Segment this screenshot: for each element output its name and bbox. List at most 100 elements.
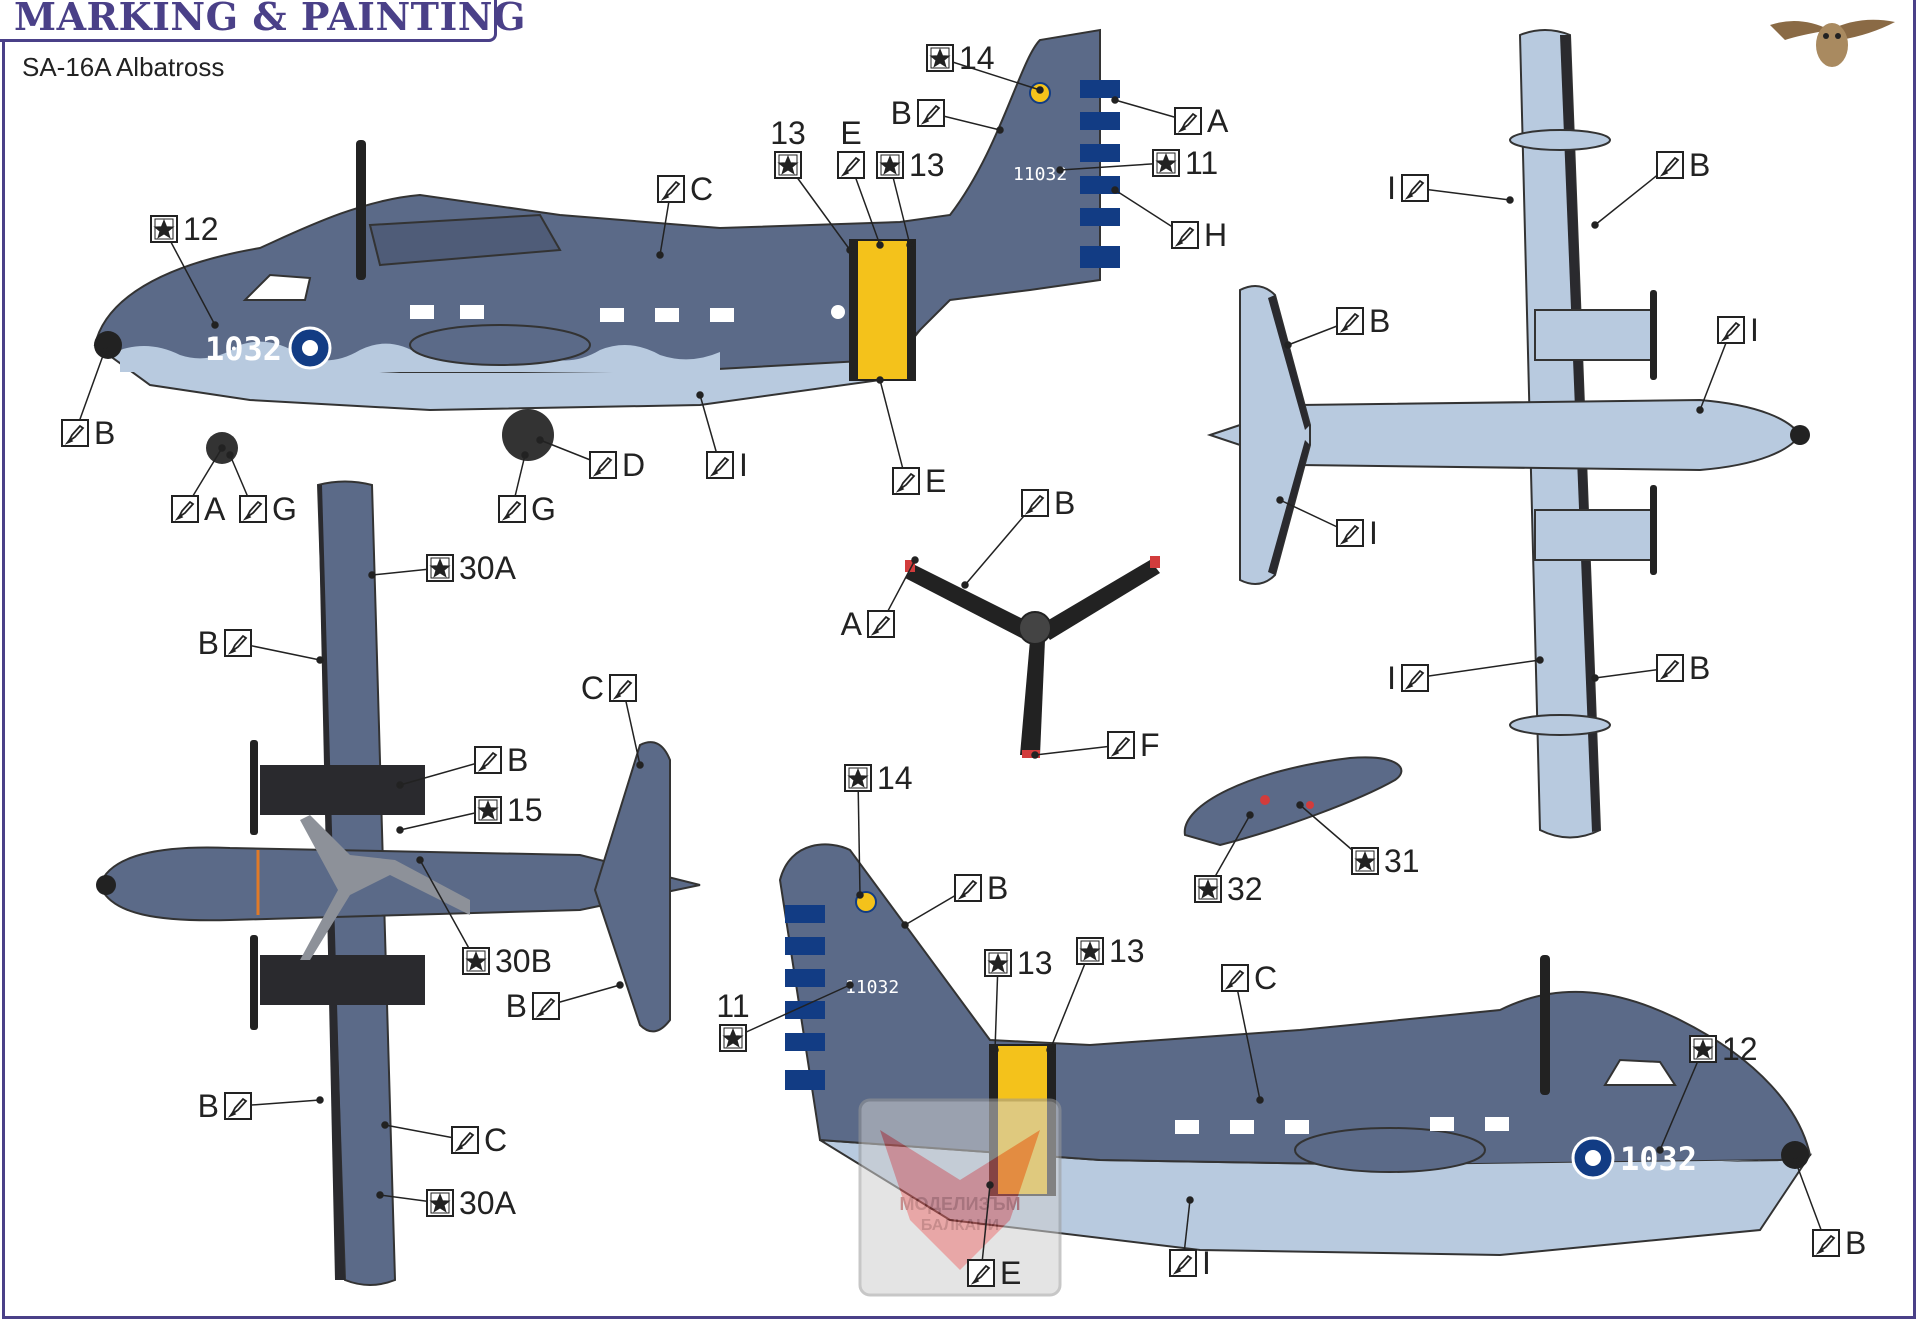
- leader-dot: [316, 1096, 324, 1104]
- leader-dot: [901, 921, 909, 929]
- paint-brush-icon: [1221, 964, 1249, 992]
- callout-ls-13b: 13: [876, 147, 945, 249]
- watermark-text-1: МОДЕЛИЗЪМ: [899, 1194, 1020, 1214]
- leader-dot: [1791, 1156, 1799, 1164]
- paint-brush-icon: [1717, 316, 1745, 344]
- callout-label: H: [1204, 217, 1227, 253]
- watermark-stamp: МОДЕЛИЗЪМ БАЛКАНИ: [858, 1098, 1062, 1297]
- leader-dot: [1591, 221, 1599, 229]
- callout-label: B: [1845, 1225, 1866, 1261]
- callout-ls-d: D: [536, 436, 645, 483]
- callout-rs-14: 14: [844, 760, 913, 899]
- leader-dot: [1276, 496, 1284, 504]
- callout-label: B: [507, 742, 528, 778]
- callout-bv-b-3: B: [1591, 650, 1710, 686]
- callout-label: 15: [507, 792, 543, 828]
- callout-label: C: [581, 670, 604, 706]
- paint-brush-icon: [917, 99, 945, 127]
- callout-label: B: [94, 415, 115, 451]
- callout-tv-b-3: B: [198, 1088, 324, 1124]
- leader-dot: [218, 444, 226, 452]
- yellow-band: [849, 239, 916, 381]
- aircraft-subtitle: SA-16A Albatross: [22, 52, 225, 82]
- callout-label: I: [1369, 515, 1378, 551]
- propeller-detail: [905, 556, 1160, 758]
- callout-label: B: [198, 625, 219, 661]
- leader-line: [399, 759, 489, 786]
- leader-dot: [381, 1121, 389, 1129]
- callout-label: G: [272, 491, 297, 527]
- leader-dot: [1536, 656, 1544, 664]
- paint-brush-icon: [451, 1126, 479, 1154]
- callout-pr-f: F: [1031, 727, 1160, 763]
- callout-tv-b-1: B: [198, 625, 324, 664]
- callout-label: 30B: [495, 943, 552, 979]
- callout-rs-b-nose: B: [1791, 1156, 1866, 1261]
- leader-line: [857, 777, 861, 896]
- leader-dot: [376, 1191, 384, 1199]
- leader-line: [1059, 162, 1167, 171]
- decal-star-icon: [462, 947, 490, 975]
- drop-tank-detail: [1183, 756, 1403, 847]
- callout-dt-32: 32: [1194, 811, 1263, 907]
- callout-tv-15: 15: [396, 792, 543, 834]
- leader-dot: [846, 246, 854, 254]
- callout-label: C: [484, 1122, 507, 1158]
- paint-brush-icon: [1021, 489, 1049, 517]
- leader-line: [163, 228, 216, 326]
- paint-brush-icon: [892, 467, 920, 495]
- callout-label: 13: [1109, 933, 1145, 969]
- callout-label: D: [622, 447, 645, 483]
- leader-dot: [961, 581, 969, 589]
- decal-star-icon: [1351, 847, 1379, 875]
- callout-rs-e: E: [967, 1181, 1021, 1291]
- callout-label: A: [204, 491, 226, 527]
- leader-dot: [696, 391, 704, 399]
- decal-star-icon: [774, 151, 802, 179]
- callout-tv-30b: 30B: [416, 856, 552, 979]
- paint-brush-icon: [1401, 664, 1429, 692]
- callout-ls-b-nose: B: [61, 346, 115, 451]
- leader-dot: [396, 826, 404, 834]
- paint-brush-icon: [1169, 1249, 1197, 1277]
- callout-label: E: [1000, 1255, 1021, 1291]
- leader-dot: [211, 321, 219, 329]
- leader-dot: [1296, 801, 1304, 809]
- leader-dot: [1696, 406, 1704, 414]
- tail-serial-left: 11032: [1013, 164, 1067, 185]
- callout-ls-e-bottom: E: [876, 376, 946, 499]
- callout-dt-31: 31: [1296, 801, 1420, 879]
- owl-logo-icon: [1770, 19, 1895, 67]
- callout-ls-12: 12: [150, 211, 219, 329]
- title-box: MARKING & PAINTING: [0, 0, 525, 42]
- leader-line: [732, 984, 851, 1039]
- leader-line: [787, 164, 851, 251]
- callout-tv-c: C: [381, 1121, 507, 1158]
- callout-rs-b-tail: B: [901, 870, 1008, 929]
- callout-bv-i-2: I: [1696, 312, 1759, 414]
- callout-label: 13: [770, 115, 806, 151]
- callout-tv-30a-1: 30A: [368, 550, 517, 586]
- leader-dot: [101, 346, 109, 354]
- paint-brush-icon: [867, 610, 895, 638]
- callout-label: E: [925, 463, 946, 499]
- leader-dot: [876, 376, 884, 384]
- callout-label: 12: [1722, 1031, 1758, 1067]
- leader-dot: [906, 241, 914, 249]
- callout-label: B: [891, 95, 912, 131]
- callout-ls-a-tail: A: [1111, 96, 1229, 139]
- callout-label: A: [1207, 103, 1229, 139]
- callout-label: 12: [183, 211, 219, 247]
- leader-line: [1034, 744, 1122, 756]
- paint-brush-icon: [171, 495, 199, 523]
- paint-brush-icon: [657, 175, 685, 203]
- paint-brush-icon: [474, 746, 502, 774]
- callout-label: I: [739, 447, 748, 483]
- callout-label: G: [531, 491, 556, 527]
- leader-dot: [1111, 96, 1119, 104]
- decal-star-icon: [1194, 875, 1222, 903]
- callout-label: 13: [1017, 945, 1053, 981]
